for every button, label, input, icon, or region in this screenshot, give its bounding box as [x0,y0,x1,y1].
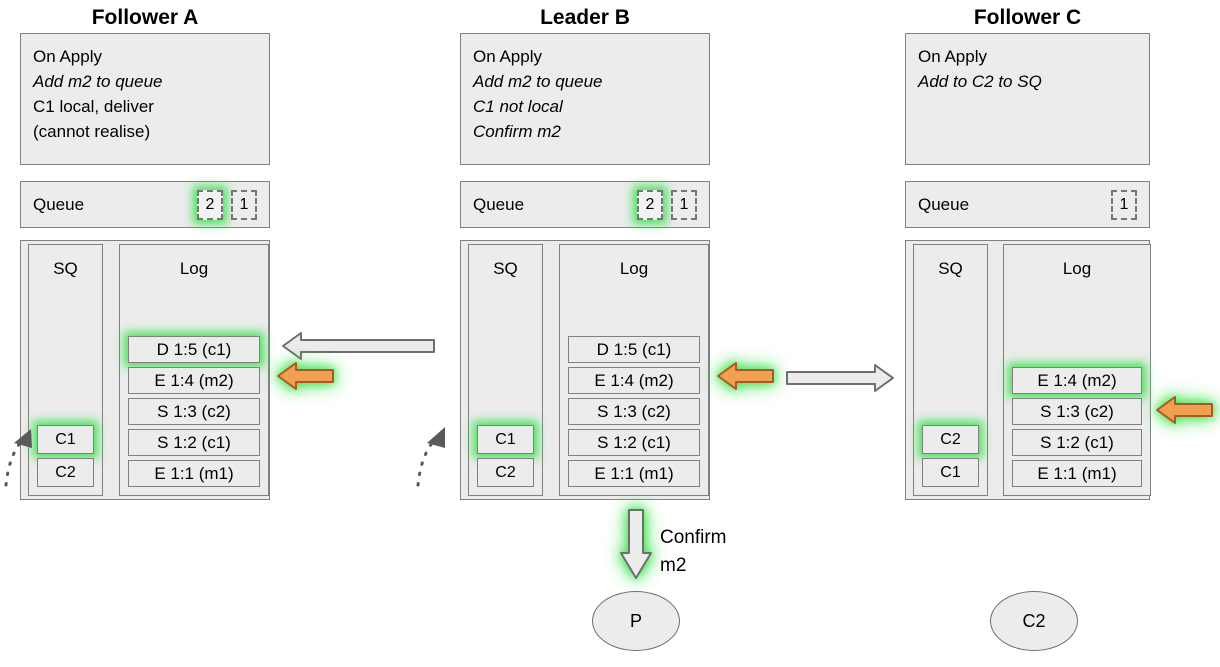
apply-line: On Apply [33,47,102,66]
queue-box-follower-c: Queue 1 [905,181,1150,228]
queue-items: 1 [1111,189,1137,220]
apply-line: C1 local, deliver [33,97,154,116]
queue-chip: 1 [1111,189,1137,220]
log-cell: S 1:2 (c1) [568,429,700,456]
log-title: Log [619,259,649,278]
replication-arrow-b-to-c [786,364,894,392]
apply-line: On Apply [918,47,987,66]
log-box-follower-a: Log D 1:5 (c1) E 1:4 (m2) S 1:3 (c2) S 1… [119,244,269,496]
column-title-follower-a: Follower A [91,6,199,29]
sq-cell-list: C1 C2 [37,425,94,487]
sq-box-leader-b: SQ C1 C2 [468,244,543,496]
column-title-follower-c: Follower C [973,6,1082,29]
log-title: Log [179,259,209,278]
sq-cell: C1 [477,425,534,454]
log-cell: S 1:3 (c2) [568,398,700,425]
apply-line: Add m2 to queue [473,72,603,91]
apply-box-follower-a: On Apply Add m2 to queue C1 local, deliv… [20,33,270,165]
apply-box-leader-b: On Apply Add m2 to queue C1 not local Co… [460,33,710,165]
sq-title: SQ [493,259,518,278]
sq-box-follower-c: SQ C2 C1 [913,244,988,496]
sq-cell-list: C1 C2 [477,425,534,487]
queue-chip: 1 [231,189,257,220]
log-cell: E 1:1 (m1) [1012,460,1142,487]
log-cell: S 1:3 (c2) [1012,398,1142,425]
sq-title: SQ [53,259,78,278]
sq-box-follower-a: SQ C1 C2 [28,244,103,496]
column-title-leader-b: Leader B [540,6,630,29]
confirm-label: Confirm m2 [660,524,780,580]
confirm-label-line1: Confirm [660,527,727,548]
queue-chip: 2 [637,189,663,220]
log-box-follower-c: Log E 1:4 (m2) S 1:3 (c2) S 1:2 (c1) E 1… [1003,244,1151,496]
log-cell: E 1:4 (m2) [128,367,260,394]
apply-line: Confirm m2 [473,122,561,141]
sq-cell: C1 [922,458,979,487]
log-cell: S 1:2 (c1) [128,429,260,456]
log-cell: S 1:2 (c1) [1012,429,1142,456]
queue-label: Queue [473,194,525,214]
log-cell-list: D 1:5 (c1) E 1:4 (m2) S 1:3 (c2) S 1:2 (… [568,336,700,487]
queue-chip: 1 [671,189,697,220]
queue-label: Queue [33,194,85,214]
sq-cell: C2 [37,458,94,487]
apply-line: Add to C2 to SQ [918,72,1042,91]
sq-title: SQ [938,259,963,278]
sq-cell-list: C2 C1 [922,425,979,487]
consumer-circle-c2: C2 [990,591,1078,651]
log-title: Log [1062,259,1092,278]
apply-line: C1 not local [473,97,563,116]
log-cell: E 1:1 (m1) [568,460,700,487]
log-cell: D 1:5 (c1) [128,336,260,363]
replication-arrow-b-to-a [282,332,435,360]
dotted-arrow-leader-b [416,427,445,487]
sq-cell: C2 [477,458,534,487]
log-cell: S 1:3 (c2) [128,398,260,425]
log-cell: E 1:4 (m2) [1012,367,1142,394]
queue-box-follower-a: Queue 2 1 [20,181,270,228]
sq-cell: C1 [37,425,94,454]
dotted-arrow-follower-a [4,429,32,487]
apply-line: Add m2 to queue [33,72,163,91]
confirm-label-line2: m2 [660,555,687,576]
log-cell-list: D 1:5 (c1) E 1:4 (m2) S 1:3 (c2) S 1:2 (… [128,336,260,487]
queue-box-leader-b: Queue 2 1 [460,181,710,228]
log-box-leader-b: Log D 1:5 (c1) E 1:4 (m2) S 1:3 (c2) S 1… [559,244,709,496]
apply-arrow-follower-c [1155,394,1215,426]
log-cell: D 1:5 (c1) [568,336,700,363]
apply-arrow-leader-b [716,360,776,392]
log-cell-list: E 1:4 (m2) S 1:3 (c2) S 1:2 (c1) E 1:1 (… [1012,367,1142,487]
confirm-arrow-down [618,508,654,580]
apply-line: On Apply [473,47,542,66]
queue-label: Queue [918,194,970,214]
log-cell: E 1:4 (m2) [568,367,700,394]
sq-cell: C2 [922,425,979,454]
queue-items: 2 1 [197,189,257,220]
log-cell: E 1:1 (m1) [128,460,260,487]
queue-items: 2 1 [637,189,697,220]
queue-chip: 2 [197,189,223,220]
apply-box-follower-c: On Apply Add to C2 to SQ [905,33,1150,165]
apply-line: (cannot realise) [33,122,151,141]
producer-circle-p: P [592,591,680,651]
apply-arrow-follower-a [276,360,336,392]
